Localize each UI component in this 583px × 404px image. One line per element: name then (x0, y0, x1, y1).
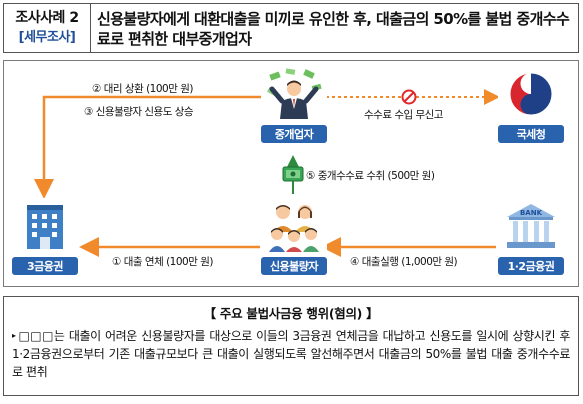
family-group-icon (261, 198, 327, 254)
credit-up-arrow-label: ③ 신용불량자 신용도 상승 (84, 106, 194, 118)
broker-label: 중개업자 (261, 125, 327, 143)
nts-node: 국세청 (498, 66, 564, 143)
debtor-label: 신용불량자 (261, 257, 327, 275)
case-category: [세무조사] (18, 30, 76, 45)
repay-arrow-label: ② 대리 상환 (100만 원) (92, 83, 193, 95)
lender3-label: 3금융권 (12, 257, 78, 275)
broker-node: 중개업자 (261, 66, 327, 143)
flow-diagram: 중개업자 국세청 3 (3, 60, 579, 287)
note-text: □□□는 대출이 어려운 신용불량자를 대상으로 이들의 3금융권 연체금을 대… (12, 329, 570, 379)
overdue-arrow-label: ① 대출 연체 (100만 원) (112, 256, 213, 268)
case-number-box: 조사사례 2 [세무조사] (4, 4, 91, 52)
nts-label: 국세청 (498, 125, 564, 143)
case-headline: 신용불량자에게 대환대출을 미끼로 유인한 후, 대출금의 50%를 불법 중개… (97, 10, 570, 48)
bank-building-icon: BANK (498, 198, 564, 254)
flow-arrows (34, 89, 500, 257)
lender12-label: 1·2금융권 (498, 257, 564, 275)
office-building-icon (12, 198, 78, 254)
note-body: ▸□□□는 대출이 어려운 신용불량자를 대상으로 이들의 3금융권 연체금을 … (12, 327, 570, 381)
loan-arrow-label: ④ 대출실행 (1,000만 원) (350, 256, 458, 268)
bullet-icon: ▸ (12, 331, 16, 340)
lender12-node: BANK 1·2금융권 (498, 198, 564, 275)
fee-arrow-label: ⑤ 중개수수료 수취 (500만 원) (306, 170, 435, 182)
lender3-node: 3금융권 (12, 198, 78, 275)
money-rain-person-icon (261, 66, 327, 122)
money-bundle-icon (282, 166, 304, 182)
prohibited-icon (401, 89, 417, 105)
illegal-activity-note: 【 주요 불법사금융 행위(혐의) 】 ▸□□□는 대출이 어려운 신용불량자를… (3, 296, 579, 396)
bank-sign: BANK (520, 209, 543, 217)
case-header: 조사사례 2 [세무조사] 신용불량자에게 대환대출을 미끼로 유인한 후, 대… (3, 3, 579, 53)
government-emblem-icon (498, 66, 564, 122)
case-title: 조사사례 2 (15, 10, 79, 26)
debtor-node: 신용불량자 (261, 198, 327, 275)
repay-arrow (34, 95, 262, 199)
tax-evasion-arrow-label: 수수료 수입 무신고 (364, 109, 443, 121)
note-title: 【 주요 불법사금융 행위(혐의) 】 (203, 306, 379, 321)
